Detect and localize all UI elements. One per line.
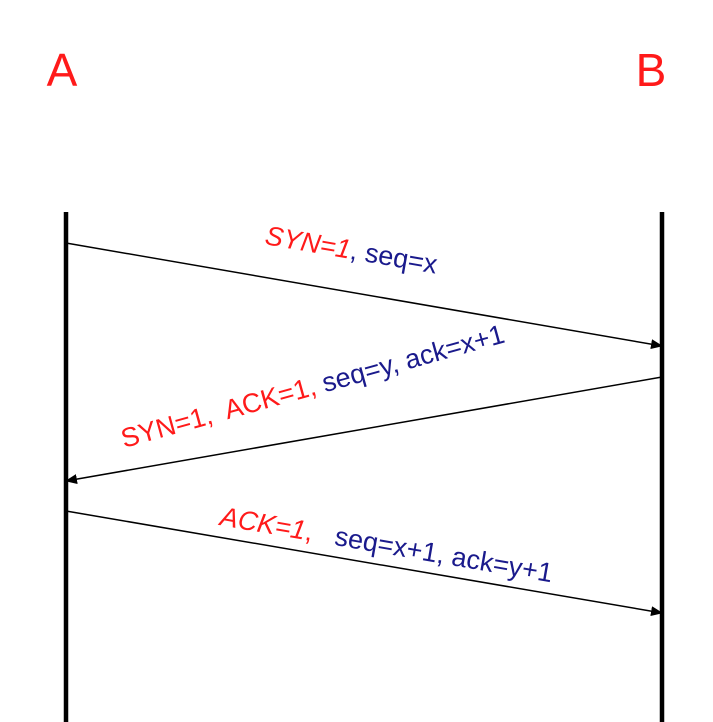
message-3-separator: , (303, 516, 338, 551)
message-1-flags: SYN=1 (263, 220, 353, 264)
message-1-separator: , (348, 235, 368, 267)
message-2-flags: SYN=1, ACK=1 (118, 373, 313, 454)
message-1-arrow (65, 242, 663, 350)
message-2-arrow (65, 376, 663, 485)
message-3-arrow (65, 510, 663, 617)
message-3-fields: seq=x+1, ack=y+1 (333, 521, 556, 588)
host-b-label: B (636, 44, 667, 96)
message-1-fields: seq=x (363, 238, 440, 280)
message-1-label: SYN=1, seq=x (263, 220, 440, 279)
message-2-fields: seq=y, ack=x+1 (319, 319, 508, 398)
message-2-label: SYN=1, ACK=1, seq=y, ack=x+1 (118, 319, 508, 454)
host-a-label: A (47, 44, 78, 96)
